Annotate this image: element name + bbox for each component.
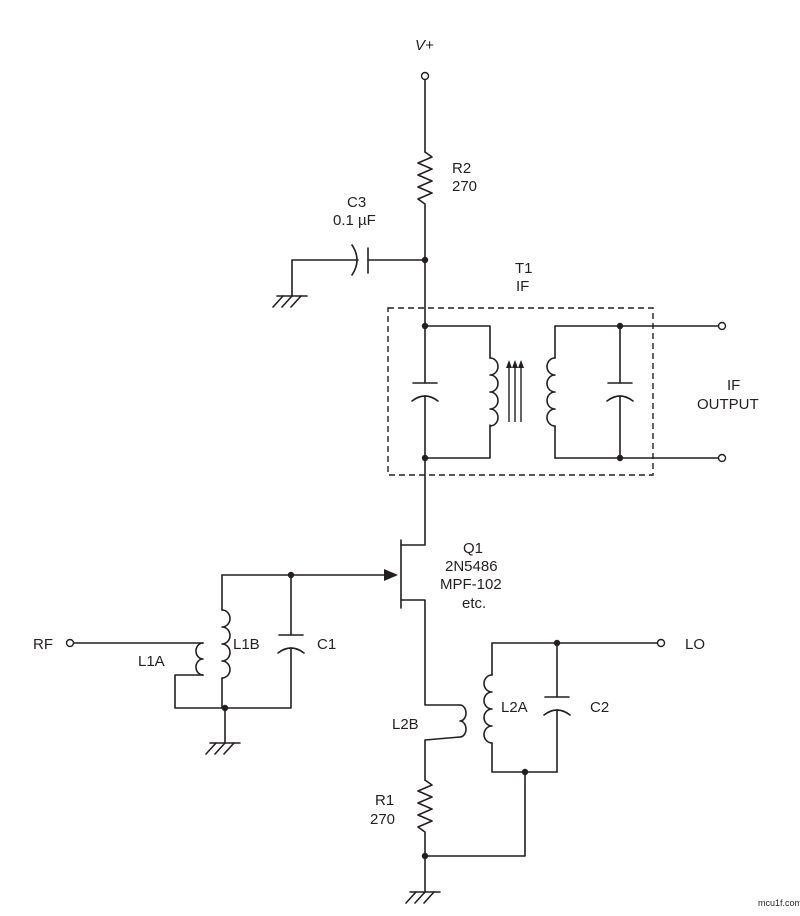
if-output-terminal-bottom: [717, 453, 727, 463]
q1-part-label-1: 2N5486: [445, 558, 498, 575]
c3-name-label: C3: [347, 194, 366, 211]
l2b-label: L2B: [392, 716, 419, 733]
r2-value-label: 270: [452, 178, 477, 195]
lo-tank: [424, 642, 658, 857]
gate-tank: [73, 569, 398, 709]
r1-value-label: 270: [370, 811, 395, 828]
l1b-label: L1B: [233, 636, 260, 653]
if-output-label-line1: IF: [727, 377, 740, 394]
l1a-label: L1A: [138, 653, 165, 670]
c2-label: C2: [590, 699, 609, 716]
if-output-terminal-top: [717, 321, 727, 331]
r1-name-label: R1: [375, 792, 394, 809]
t1-core-arrows: [506, 360, 524, 422]
q1-part-label-3: etc.: [462, 595, 486, 612]
c3-value-label: 0.1 µF: [333, 212, 376, 229]
c3-capacitor: [291, 244, 426, 297]
lo-label: LO: [685, 636, 705, 653]
t1-transformer-box: [387, 307, 654, 476]
rf-label: RF: [33, 636, 53, 653]
vplus-terminal: [420, 71, 430, 153]
if-output-label-line2: OUTPUT: [697, 396, 759, 413]
q1-part-label-2: MPF-102: [440, 576, 502, 593]
t1-type-label: IF: [516, 278, 529, 295]
r2-name-label: R2: [452, 160, 471, 177]
r1-resistor: [417, 779, 433, 893]
rf-input-terminal: [65, 638, 75, 648]
c1-label: C1: [317, 636, 336, 653]
l2a-label: L2A: [501, 699, 528, 716]
q1-name-label: Q1: [463, 540, 483, 557]
source-ground-icon: [405, 891, 441, 904]
q1-jfet: [400, 457, 461, 706]
watermark-text: mcu1f.com: [758, 898, 800, 908]
t1-primary-tank: [411, 259, 499, 459]
vplus-label: V+: [415, 37, 434, 54]
gate-ground-icon: [205, 707, 241, 755]
t1-secondary-tank: [546, 325, 719, 459]
c3-ground-icon: [272, 295, 308, 308]
t1-name-label: T1: [515, 260, 533, 277]
lo-input-terminal: [656, 638, 666, 648]
r2-resistor: [417, 151, 433, 259]
